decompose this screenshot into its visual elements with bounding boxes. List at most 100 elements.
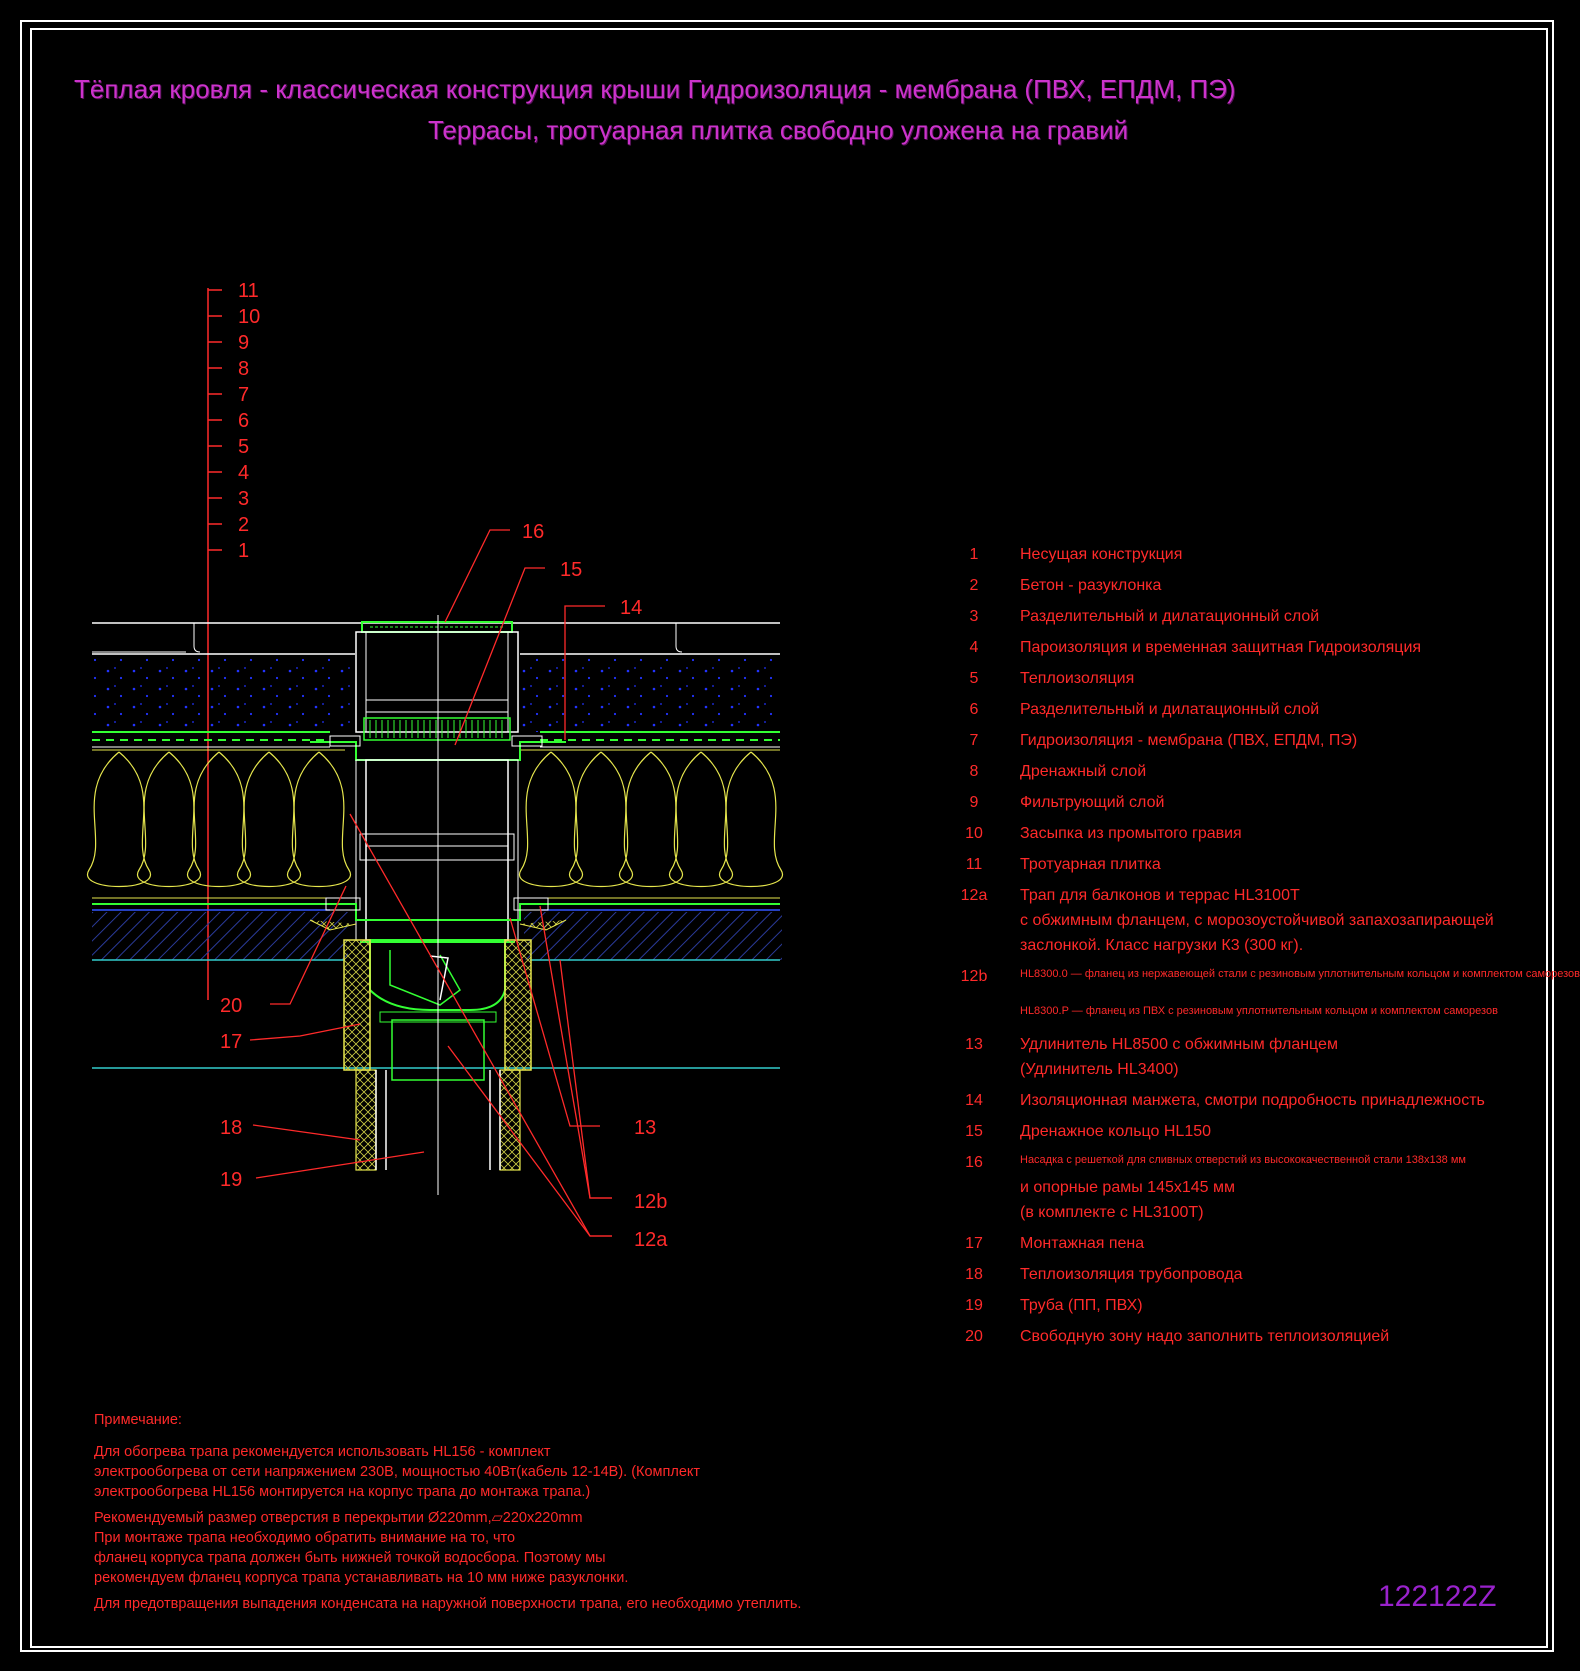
callout-14: 14	[620, 597, 642, 619]
legend-text: Тротуарная плитка	[1020, 856, 1161, 873]
legend-text: Труба (ПП, ПВХ)	[1020, 1297, 1143, 1314]
legend-text: HL8300.0 — фланец из нержавеющей стали с…	[1020, 968, 1580, 980]
legend-number: 20	[965, 1328, 983, 1345]
callout-12b: 12b	[634, 1191, 667, 1213]
scale-label: 3	[238, 488, 249, 510]
title-line-2: Террасы, тротуарная плитка свободно улож…	[428, 115, 1129, 145]
legend-number: 14	[965, 1092, 983, 1109]
scale-label: 6	[238, 410, 249, 432]
scale-label: 11	[238, 280, 259, 302]
scale-label: 1	[238, 540, 249, 562]
legend-item: 5 Теплоизоляция	[960, 670, 1540, 701]
legend-item: 19 Труба (ПП, ПВХ)	[960, 1297, 1540, 1328]
legend-text: Насадка с решеткой для сливных отверстий…	[1020, 1154, 1466, 1166]
legend-item: 2 Бетон - разуклонка	[960, 577, 1540, 608]
notes-heading: Примечание:	[94, 1412, 182, 1428]
legend-number: 19	[965, 1297, 983, 1314]
legend-number: 1	[969, 546, 979, 563]
scale-label: 5	[238, 436, 249, 458]
legend-item: 11 Тротуарная плитка	[960, 856, 1540, 887]
legend-item: 9 Фильтрующий слой	[960, 794, 1540, 825]
legend-number: 3	[969, 608, 979, 625]
legend-number: 5	[969, 670, 979, 687]
legend-number: 10	[965, 825, 983, 842]
legend-number: 12a	[960, 887, 988, 904]
legend-item: 8 Дренажный слой	[960, 763, 1540, 794]
drain-assembly	[309, 615, 567, 1195]
scale-label: 2	[238, 514, 249, 536]
legend-text: Теплоизоляция	[1020, 670, 1135, 687]
legend-text-continued: заслонкой. Класс нагрузки К3 (300 кг).	[1020, 937, 1304, 954]
drawing-code: 122122Z	[1378, 1580, 1497, 1613]
notes-line: фланец корпуса трапа должен быть нижней …	[94, 1550, 606, 1566]
legend-text: Пароизоляция и временная защитная Гидрои…	[1020, 639, 1422, 656]
scale-label: 7	[238, 384, 249, 406]
callout-12a: 12a	[634, 1229, 668, 1251]
legend-number: 18	[965, 1266, 983, 1283]
legend-text: Гидроизоляция - мембрана (ПВХ, ЕПДМ, ПЭ)	[1020, 732, 1358, 749]
leader-lines	[249, 529, 612, 1237]
insulation-loop	[718, 751, 784, 888]
roof-layers	[86, 622, 784, 1069]
legend-number: 6	[969, 701, 979, 718]
legend-number: 13	[965, 1036, 983, 1053]
legend-item: 18 Теплоизоляция трубопровода	[960, 1266, 1540, 1297]
legend-number: 9	[969, 794, 979, 811]
callout-labels: 16 15 14 20 17 18 19 13 12b 12a	[220, 521, 668, 1251]
notes-line: электрообогрева HL156 монтируется на кор…	[94, 1484, 591, 1500]
scale-label: 9	[238, 332, 249, 354]
legend-number: 4	[969, 639, 979, 656]
legend-text: Фильтрующий слой	[1020, 794, 1165, 811]
legend-item: 16 Насадка с решеткой для сливных отверст…	[960, 1154, 1540, 1235]
legend: 1 Несущая конструкция 2 Бетон - разуклонка 3…	[960, 546, 1580, 1359]
notes-line: Для обогрева трапа рекомендуется использ…	[94, 1444, 551, 1460]
legend-text: Изоляционная манжета, смотри подробность…	[1020, 1092, 1485, 1109]
title-line-1: Тёплая кровля - классическая конструкция…	[74, 74, 1236, 104]
callout-16: 16	[522, 521, 544, 543]
notes-line: Для предотвращения выпадения конденсата …	[94, 1596, 802, 1612]
scale-label: 10	[238, 306, 260, 328]
scale-label: 8	[238, 358, 249, 380]
legend-item: 20 Свободную зону надо заполнить теплоизо…	[960, 1328, 1540, 1359]
legend-number: 17	[965, 1235, 983, 1252]
notes: Примечание: Для обогрева трапа рекоменду…	[94, 1410, 801, 1614]
legend-number: 8	[969, 763, 979, 780]
callout-17: 17	[220, 1031, 242, 1053]
legend-number: 15	[965, 1123, 983, 1140]
legend-number: 7	[969, 732, 979, 749]
legend-item: 13 Удлинитель HL8500 с обжимным фланцем (У…	[960, 1036, 1540, 1092]
legend-number: 16	[965, 1154, 983, 1171]
thermal-insulation-left	[86, 751, 352, 888]
legend-text-continued: HL8300.P — фланец из ПВХ с резиновым упл…	[1020, 1005, 1498, 1017]
notes-line: электрообогрева от сети напряжением 230В…	[94, 1464, 701, 1480]
legend-text-continued: (Удлинитель HL3400)	[1020, 1061, 1179, 1078]
callout-13: 13	[634, 1117, 656, 1139]
legend-item: 15 Дренажное кольцо HL150	[960, 1123, 1540, 1154]
legend-text: Свободную зону надо заполнить теплоизоля…	[1020, 1328, 1390, 1345]
notes-line: При монтаже трапа необходимо обратить вн…	[94, 1530, 516, 1546]
legend-item: 4 Пароизоляция и временная защитная Гидро…	[960, 639, 1540, 670]
callout-19: 19	[220, 1169, 242, 1191]
legend-text: Удлинитель HL8500 с обжимным фланцем	[1020, 1036, 1338, 1053]
legend-number: 11	[965, 856, 983, 873]
legend-number: 2	[969, 577, 979, 594]
thermal-insulation-right	[518, 751, 784, 888]
legend-item: 1 Несущая конструкция	[960, 546, 1540, 577]
legend-text: Дренажное кольцо HL150	[1020, 1123, 1212, 1140]
notes-line: Рекомендуемый размер отверстия в перекры…	[94, 1510, 583, 1526]
legend-item: 7 Гидроизоляция - мембрана (ПВХ, ЕПДМ, ПЭ…	[960, 732, 1540, 763]
insulation-loop	[286, 751, 352, 888]
legend-text: Несущая конструкция	[1020, 546, 1183, 563]
legend-text-continued: с обжимным фланцем, с морозоустойчивой з…	[1020, 912, 1494, 929]
legend-text-continued: (в комплекте с HL3100T)	[1020, 1204, 1204, 1221]
legend-text: Дренажный слой	[1020, 763, 1147, 780]
legend-item: 14 Изоляционная манжета, смотри подробнос…	[960, 1092, 1540, 1123]
legend-text: Бетон - разуклонка	[1020, 577, 1162, 594]
drawing-frame-outer	[20, 20, 1554, 1652]
legend-text: Теплоизоляция трубопровода	[1020, 1266, 1243, 1283]
